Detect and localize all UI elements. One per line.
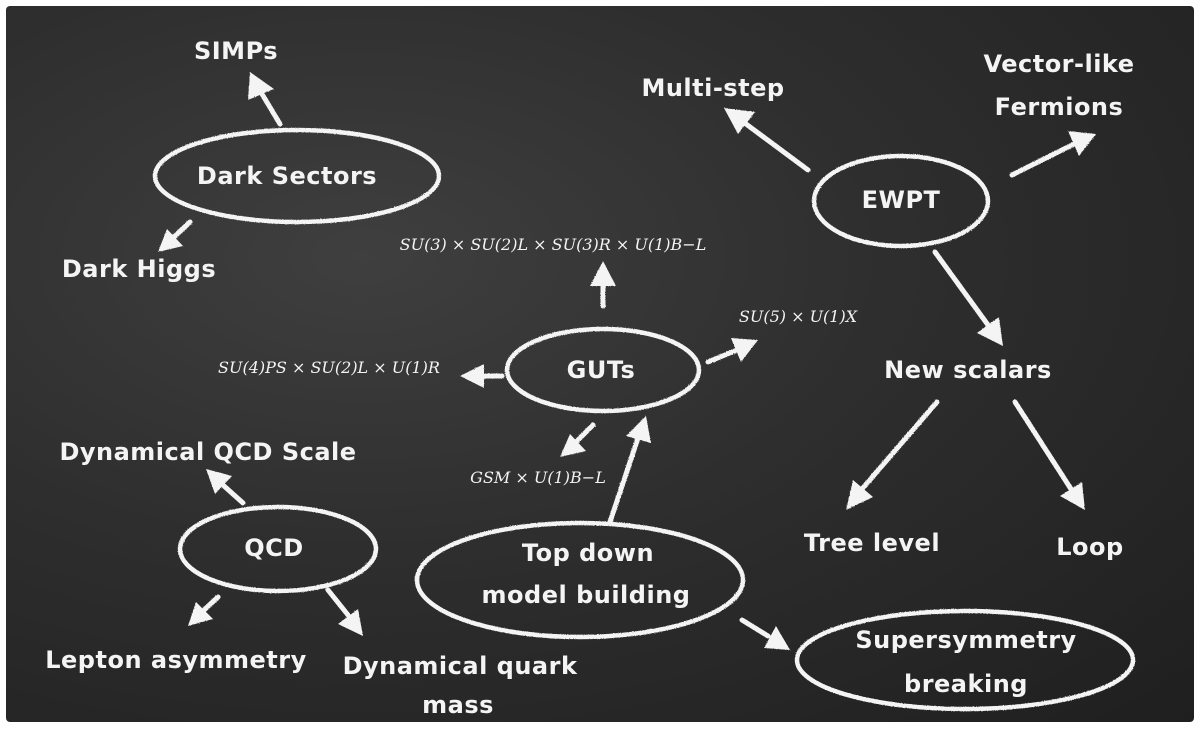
arrow-new-scalars-to-tree-level xyxy=(846,399,940,510)
qcd-oval xyxy=(177,504,379,594)
arrow-ewpt-to-vector-like xyxy=(1009,131,1096,178)
dark-sectors-oval xyxy=(152,127,442,225)
top-down-label-line2: model building xyxy=(482,581,691,609)
arrow-guts-to-su5-group xyxy=(705,338,758,365)
arrow-top-down-to-guts xyxy=(607,416,651,525)
dark-higgs-label: Dark Higgs xyxy=(62,255,216,283)
multi-step-label: Multi-step xyxy=(641,74,784,102)
vector-like-label-line1: Vector-like xyxy=(983,50,1134,78)
arrow-top-down-to-supersymmetry xyxy=(739,617,790,650)
gauge-group-sm-bl: GSM × U(1)B−L xyxy=(470,468,606,487)
top-down-label-line1: Top down xyxy=(522,539,654,567)
ewpt-oval xyxy=(811,153,991,249)
supersymmetry-label-line1: Supersymmetry xyxy=(855,626,1076,654)
loop-label: Loop xyxy=(1056,533,1123,561)
arrow-new-scalars-to-loop xyxy=(1012,399,1085,510)
arrow-guts-to-sm-bl-group xyxy=(560,422,596,457)
arrow-qcd-to-dynamical-qcd-scale xyxy=(206,469,246,506)
ewpt-label: EWPT xyxy=(862,186,941,214)
qcd-label: QCD xyxy=(244,534,303,562)
lepton-asymmetry-label: Lepton asymmetry xyxy=(45,646,307,674)
dynamical-qcd-scale-label: Dynamical QCD Scale xyxy=(59,438,356,466)
arrow-qcd-to-lepton-asymmetry xyxy=(188,594,221,626)
arrow-dark-sectors-to-simps xyxy=(248,72,283,127)
dynamical-quark-mass-label-line2: mass xyxy=(422,691,494,719)
gauge-group-su5: SU(5) × U(1)X xyxy=(739,307,858,326)
arrow-guts-to-left-right-group xyxy=(590,261,616,309)
arrow-dark-sectors-to-dark-higgs xyxy=(158,219,193,252)
gauge-group-left-right: SU(3) × SU(2)L × SU(3)R × U(1)B−L xyxy=(400,235,707,254)
guts-label: GUTs xyxy=(567,356,636,384)
supersymmetry-label-line2: breaking xyxy=(904,670,1028,698)
arrow-ewpt-to-multi-step xyxy=(724,108,811,173)
supersymmetry-oval xyxy=(794,608,1136,712)
arrow-qcd-to-dynamical-quark-mass xyxy=(325,587,363,636)
arrow-guts-to-pati-salam-group xyxy=(460,364,505,388)
tree-level-label: Tree level xyxy=(804,529,940,557)
dynamical-quark-mass-label-line1: Dynamical quark xyxy=(343,652,578,680)
simps-label: SIMPs xyxy=(194,37,278,65)
gauge-group-pati-salam: SU(4)PS × SU(2)L × U(1)R xyxy=(218,358,440,377)
top-down-oval xyxy=(414,520,746,640)
chalkboard-background xyxy=(6,6,1194,722)
guts-oval xyxy=(504,326,702,414)
vector-like-label-line2: Fermions xyxy=(995,93,1124,121)
new-scalars-label: New scalars xyxy=(884,356,1052,384)
dark-sectors-label: Dark Sectors xyxy=(197,162,377,190)
arrow-ewpt-to-new-scalars xyxy=(932,249,1003,346)
